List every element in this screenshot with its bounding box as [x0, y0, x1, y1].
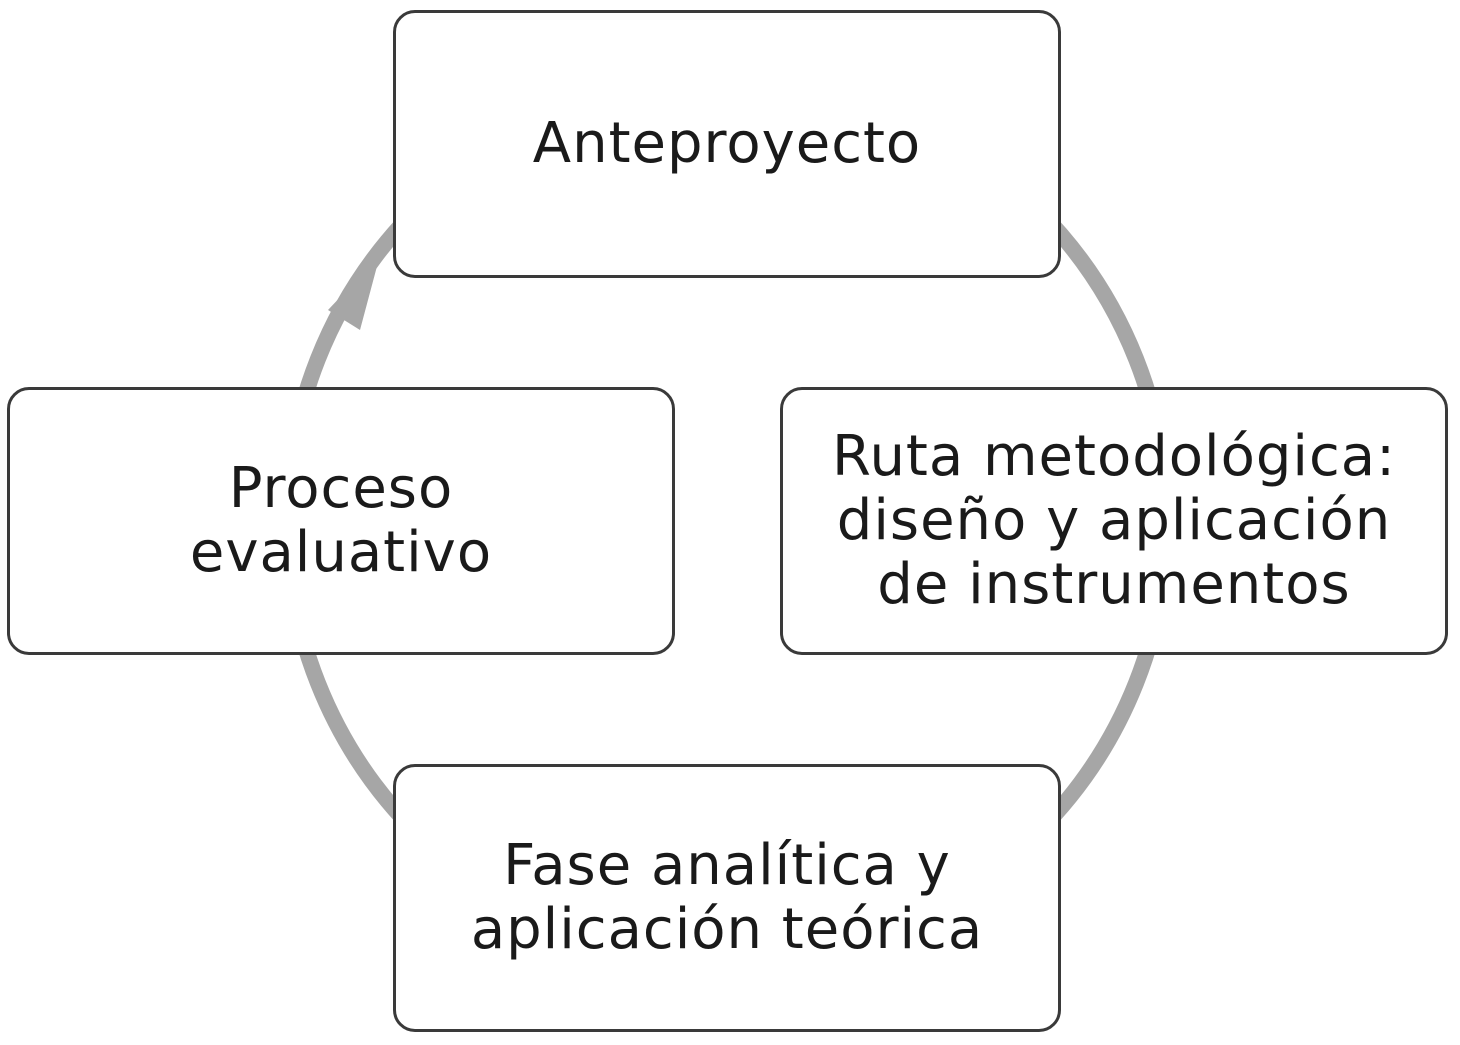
- node-label-anteproyecto: Anteproyecto: [532, 111, 922, 176]
- node-ruta-metodologica: Ruta metodológica: diseño y aplicación d…: [780, 387, 1448, 655]
- node-label-ruta-metodologica: Ruta metodológica: diseño y aplicación d…: [832, 424, 1396, 617]
- node-label-fase-analitica: Fase analítica y aplicación teórica: [470, 833, 984, 962]
- node-proceso-evaluativo: Proceso evaluativo: [7, 387, 675, 655]
- cycle-arrowhead-icon: [328, 255, 380, 330]
- node-anteproyecto: Anteproyecto: [393, 10, 1061, 278]
- node-label-proceso-evaluativo: Proceso evaluativo: [189, 456, 493, 585]
- node-fase-analitica: Fase analítica y aplicación teórica: [393, 764, 1061, 1032]
